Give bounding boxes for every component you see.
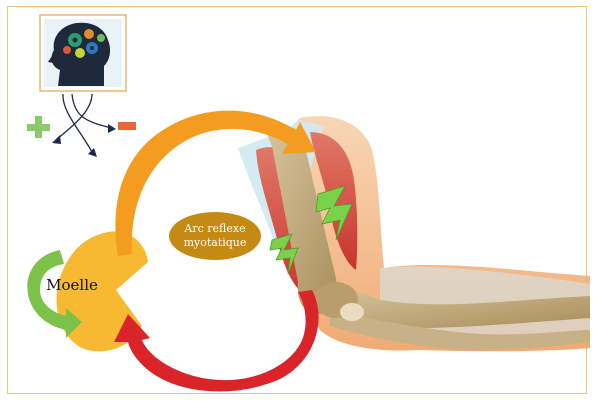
minus-icon [118, 122, 136, 130]
reflex-arc-label-line2: myotatique [184, 236, 247, 249]
descending-pathways [56, 94, 112, 152]
plus-icon [27, 116, 50, 138]
pathway-arrowheads [52, 124, 116, 157]
head-gears-icon [40, 15, 126, 91]
spinal-cord-label: Moelle [46, 276, 98, 294]
reflex-arc-label-line1: Arc reflexe [183, 222, 245, 235]
efferent-arrow [114, 290, 319, 391]
